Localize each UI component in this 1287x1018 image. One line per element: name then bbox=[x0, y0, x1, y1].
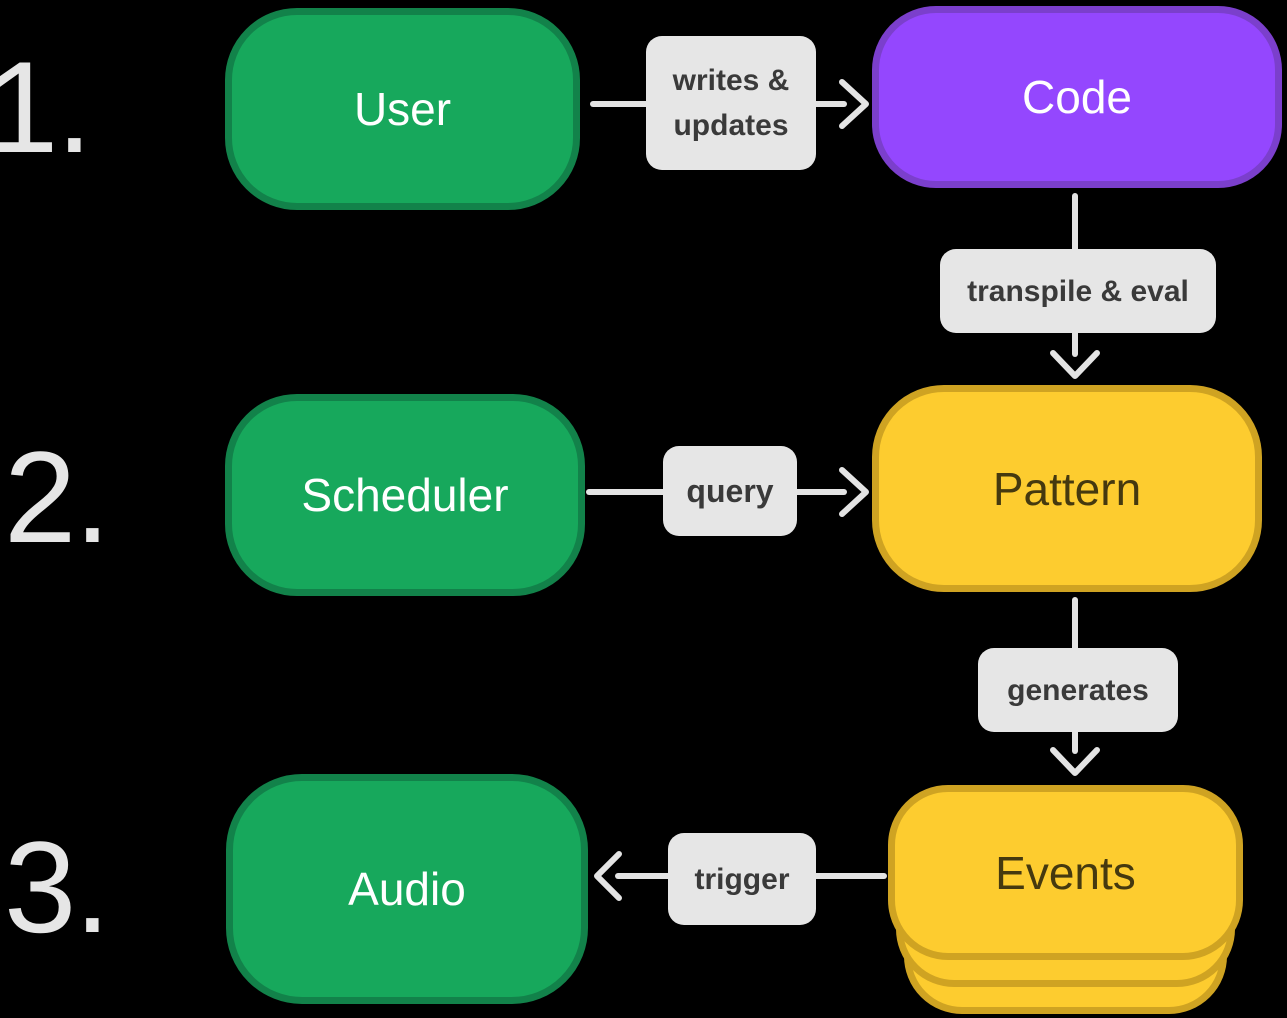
node-events: Events bbox=[888, 785, 1243, 960]
step-number-3: 3. bbox=[4, 814, 110, 960]
node-scheduler-label: Scheduler bbox=[301, 469, 509, 521]
node-audio: Audio bbox=[226, 774, 588, 1004]
node-scheduler: Scheduler bbox=[225, 394, 585, 596]
edge-label-generates: generates bbox=[978, 648, 1178, 732]
node-pattern: Pattern bbox=[872, 385, 1262, 592]
node-code: Code bbox=[872, 6, 1282, 188]
edge-label-transpile-eval: transpile & eval bbox=[940, 249, 1216, 333]
node-user: User bbox=[225, 8, 580, 210]
node-code-label: Code bbox=[1022, 71, 1132, 123]
node-user-label: User bbox=[353, 83, 452, 135]
step-number-1: 1. bbox=[0, 34, 92, 180]
node-audio-label: Audio bbox=[348, 863, 466, 915]
node-events-label: Events bbox=[995, 846, 1136, 899]
edge-label-trigger: trigger bbox=[668, 833, 816, 925]
edge-label-writes-updates: writes & updates bbox=[646, 36, 816, 170]
node-pattern-label: Pattern bbox=[992, 462, 1142, 515]
step-number-2: 2. bbox=[4, 424, 110, 570]
edge-label-query: query bbox=[663, 446, 797, 536]
